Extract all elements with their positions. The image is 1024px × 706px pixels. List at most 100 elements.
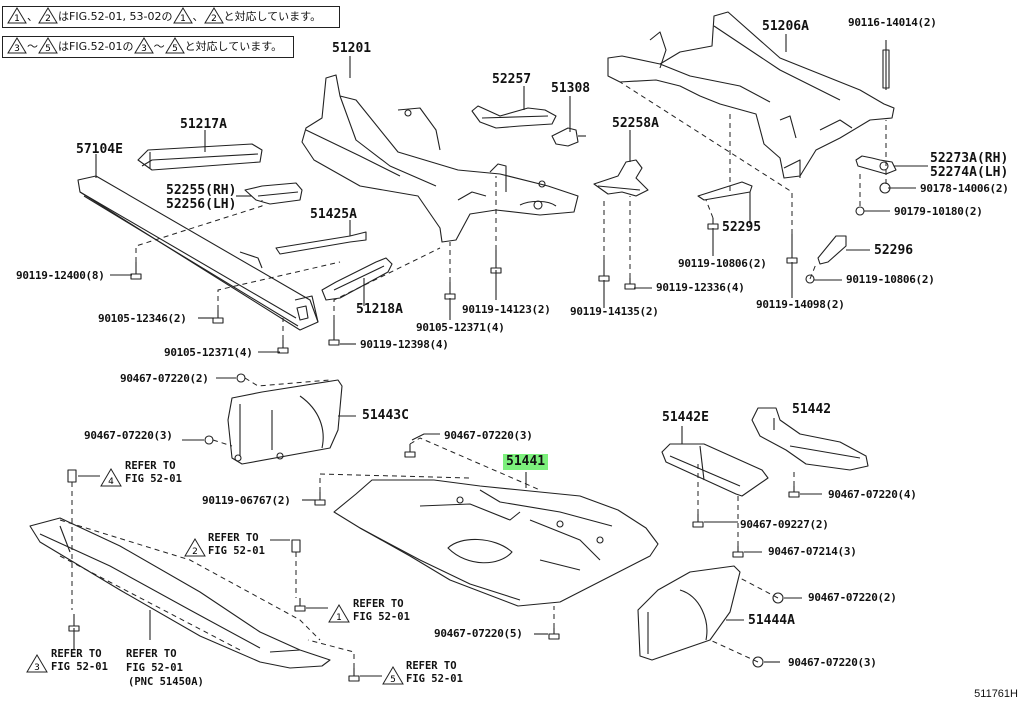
label-52274A-lh[interactable]: 52274A(LH) [930, 165, 1009, 180]
label-51443C[interactable]: 51443C [362, 408, 409, 423]
part-52255-52256 [244, 182, 303, 205]
refer-text-line1: REFER TO [51, 648, 102, 660]
assembly-dashed-lines [59, 81, 887, 668]
part-front-bumper-cover [29, 517, 331, 669]
part-52273A-52274A [855, 155, 897, 175]
refer-text-line2: FIG 52-01 [126, 662, 183, 674]
label-51218A[interactable]: 51218A [356, 302, 403, 317]
label-90119-12336[interactable]: 90119-12336(4) [656, 281, 745, 294]
ref-triangle-icon: 5 [382, 666, 404, 685]
ref-triangle-icon: 2 [38, 7, 58, 24]
part-51442E [661, 443, 769, 497]
label-51444A[interactable]: 51444A [748, 613, 795, 628]
svg-text:5: 5 [45, 44, 51, 54]
label-90119-10806-b[interactable]: 90119-10806(2) [846, 273, 935, 286]
label-52296[interactable]: 52296 [874, 243, 914, 258]
label-51206A[interactable]: 51206A [762, 19, 809, 34]
part-51217A [137, 143, 263, 171]
svg-text:5: 5 [390, 675, 396, 685]
label-90105-12371-a[interactable]: 90105-12371(4) [416, 321, 505, 334]
label-51308[interactable]: 51308 [551, 81, 591, 96]
svg-text:5: 5 [172, 44, 178, 54]
label-51441-highlighted[interactable]: 51441 [503, 454, 549, 470]
label-90467-07220-3c[interactable]: 90467-07220(3) [788, 656, 877, 669]
refer-text-line2: FIG 52-01 [406, 673, 463, 685]
label-52258A[interactable]: 52258A [612, 116, 659, 131]
label-90467-09227[interactable]: 90467-09227(2) [740, 518, 829, 531]
label-52295[interactable]: 52295 [722, 220, 762, 235]
label-90467-07220-5[interactable]: 90467-07220(5) [434, 627, 523, 640]
label-90119-10806-a[interactable]: 90119-10806(2) [678, 257, 767, 270]
note-separator: 、 [192, 10, 204, 23]
label-90119-14098[interactable]: 90119-14098(2) [756, 298, 845, 311]
svg-text:3: 3 [141, 44, 147, 54]
part-52258A [593, 159, 649, 197]
label-51425A[interactable]: 51425A [310, 207, 357, 222]
note-text: はFIG.52-01, 53-02の [58, 10, 173, 23]
ref-triangle-icon: 2 [184, 538, 206, 557]
note-tail: と対応しています。 [184, 40, 283, 53]
label-90119-14123[interactable]: 90119-14123(2) [462, 303, 551, 316]
refer-text-line2: FIG 52-01 [51, 661, 108, 673]
label-52273A-rh[interactable]: 52273A(RH) [930, 151, 1009, 166]
svg-text:2: 2 [211, 14, 217, 24]
part-52295 [697, 181, 753, 201]
label-90467-07220-3a[interactable]: 90467-07220(3) [84, 429, 173, 442]
label-90105-12371-b[interactable]: 90105-12371(4) [164, 346, 253, 359]
label-90116-14014[interactable]: 90116-14014(2) [848, 16, 937, 29]
part-52296 [817, 235, 847, 265]
note-tail: と対応しています。 [223, 10, 322, 23]
label-90119-06767[interactable]: 90119-06767(2) [202, 494, 291, 507]
svg-text:2: 2 [192, 547, 198, 557]
svg-text:1: 1 [14, 14, 20, 24]
ref-triangle-icon: 1 [328, 604, 350, 623]
label-90119-12400[interactable]: 90119-12400(8) [16, 269, 105, 282]
label-52255-rh[interactable]: 52255(RH) [166, 183, 237, 198]
label-90467-07220-4[interactable]: 90467-07220(4) [828, 488, 917, 501]
ref-triangle-icon: 5 [38, 37, 58, 54]
label-90467-07220-2b[interactable]: 90467-07220(2) [808, 591, 897, 604]
label-51201[interactable]: 51201 [332, 41, 372, 56]
label-52256-lh[interactable]: 52256(LH) [166, 197, 237, 212]
refer-text-line1: REFER TO [125, 460, 176, 472]
label-90179-10180[interactable]: 90179-10180(2) [894, 205, 983, 218]
label-51442[interactable]: 51442 [792, 402, 832, 417]
label-90467-07214[interactable]: 90467-07214(3) [768, 545, 857, 558]
part-51443C [227, 379, 343, 465]
ref-triangle-icon: 3 [7, 37, 27, 54]
ref-triangle-icon: 2 [203, 7, 224, 24]
refer-text-line1: REFER TO [353, 598, 404, 610]
note-separator: 〜 [27, 40, 38, 53]
note-text: はFIG.52-01の [58, 40, 134, 53]
label-90119-14135[interactable]: 90119-14135(2) [570, 305, 659, 318]
part-51444A [637, 565, 741, 661]
label-90105-12346[interactable]: 90105-12346(2) [98, 312, 187, 325]
refer-text-line1: REFER TO [406, 660, 457, 672]
ref-triangle-icon: 4 [100, 468, 122, 487]
label-52257[interactable]: 52257 [492, 72, 532, 87]
svg-text:3: 3 [34, 663, 40, 673]
label-90467-07220-3b[interactable]: 90467-07220(3) [444, 429, 533, 442]
note-box-2: 3 〜 5 はFIG.52-01の 3 〜 5 と対応しています。 [2, 36, 294, 58]
ref-triangle-icon: 5 [164, 37, 185, 54]
label-90178-14006[interactable]: 90178-14006(2) [920, 182, 1009, 195]
label-90119-12398[interactable]: 90119-12398(4) [360, 338, 449, 351]
fasteners [67, 40, 891, 682]
part-51441-engine-under-cover [333, 479, 659, 607]
refer-text-line2: FIG 52-01 [353, 611, 410, 623]
ref-triangle-icon: 1 [172, 7, 193, 24]
svg-text:3: 3 [14, 44, 20, 54]
label-51217A[interactable]: 51217A [180, 117, 227, 132]
label-57104E[interactable]: 57104E [76, 142, 123, 157]
note-separator: 〜 [153, 40, 165, 53]
label-51442E[interactable]: 51442E [662, 410, 709, 425]
label-90467-07220-2a[interactable]: 90467-07220(2) [120, 372, 209, 385]
ref-triangle-icon: 3 [133, 37, 154, 54]
ref-triangle-icon: 3 [26, 654, 48, 673]
leader-lines [73, 34, 928, 677]
refer-text-line3: (PNC 51450A) [128, 676, 204, 688]
svg-text:4: 4 [108, 477, 114, 487]
